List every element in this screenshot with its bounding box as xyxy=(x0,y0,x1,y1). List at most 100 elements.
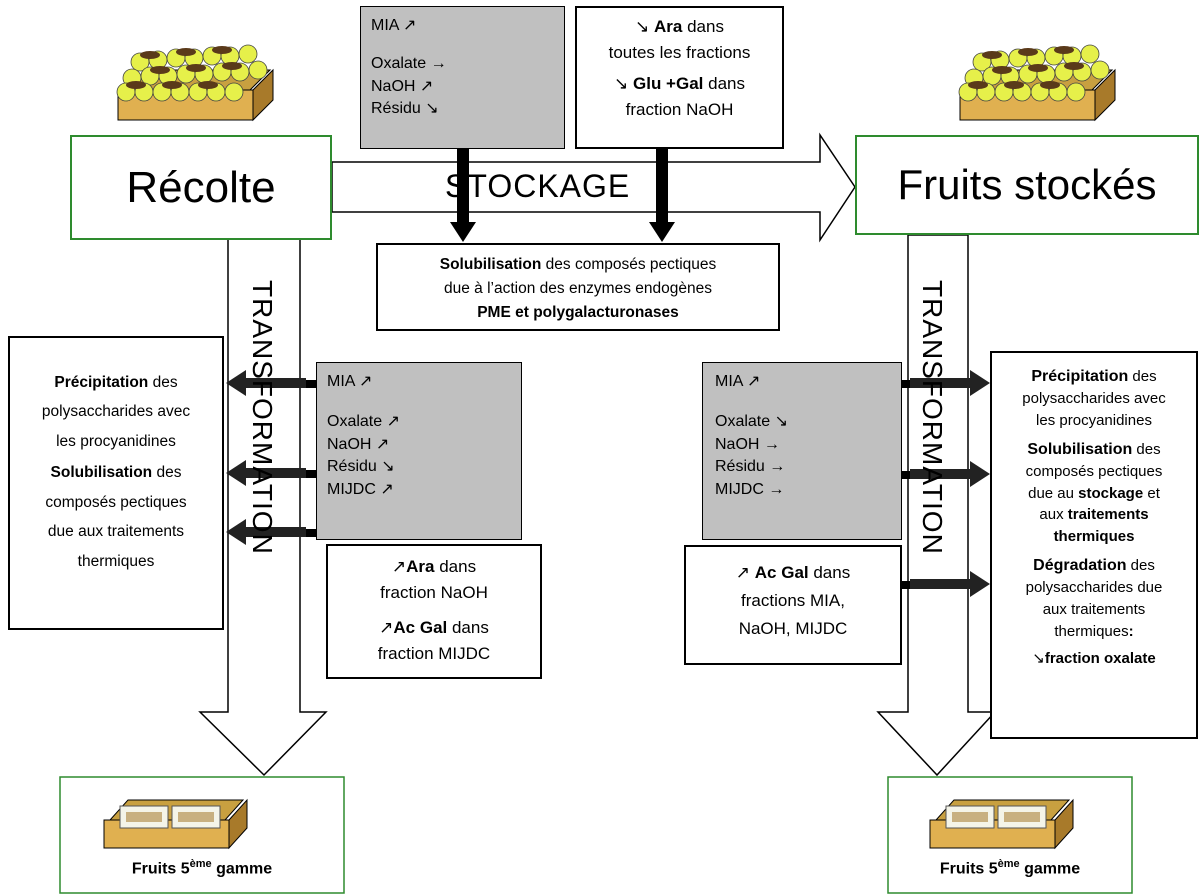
bold-term: traitements xyxy=(1067,506,1149,524)
harvest-label: Récolte xyxy=(126,162,276,212)
up-arrow-icon: ↗ xyxy=(379,617,394,637)
text-line: les procyanidines xyxy=(1036,411,1152,429)
text-line: composés pectiques xyxy=(45,493,187,511)
storage-label: STOCKAGE xyxy=(445,168,631,204)
text-line: polysaccharides avec xyxy=(1022,390,1166,408)
text-line: toutes les fractions xyxy=(608,42,751,62)
transform-label-right: TRANSFORMATION xyxy=(917,280,948,555)
effect-item: Résidu ↘ xyxy=(327,458,395,476)
caption-sup: ème xyxy=(997,858,1020,870)
effect-item: Oxalate ↘ xyxy=(715,413,788,431)
text-line: les procyanidines xyxy=(56,432,176,450)
bottom-left-caption: Fruits 5ème gamme xyxy=(60,858,344,878)
text-fragment: dans xyxy=(682,17,724,36)
text-fragment: dans xyxy=(434,557,477,576)
text-line: fraction NaOH xyxy=(380,583,488,603)
effect-item: Oxalate → xyxy=(371,55,447,73)
glu-gal-label: Glu +Gal xyxy=(633,74,704,93)
text-fragment: et xyxy=(1143,484,1160,502)
text-fragment: thermiques xyxy=(1054,622,1129,640)
text-line: polysaccharides due xyxy=(1025,579,1163,597)
text-line: NaOH, MIJDC xyxy=(738,619,848,639)
bold-term: Solubilisation xyxy=(439,256,542,273)
effect-item: MIA ↗ xyxy=(327,373,373,390)
left-transform-arrow xyxy=(198,234,328,777)
solubilisation-box: Solubilisation des composés pectiques du… xyxy=(376,243,780,331)
effect-item: NaOH ↗ xyxy=(371,77,434,95)
text-fragment: dans xyxy=(703,74,745,93)
bottom-right-caption: Fruits 5ème gamme xyxy=(888,858,1132,878)
down-arrow-icon: ↘ xyxy=(614,74,629,93)
caption-sup: ème xyxy=(189,858,212,870)
text-fragment: des composés pectiques xyxy=(541,256,717,273)
text-fragment: des xyxy=(1126,556,1155,574)
left-effects-box: Précipitation des polysaccharides avec l… xyxy=(8,336,224,630)
right-transform-arrow xyxy=(876,234,997,777)
right-effects-box: Précipitation des polysaccharides avec l… xyxy=(990,351,1198,739)
left-grey-effects-box: MIA ↗ Oxalate ↗ NaOH ↗ Résidu ↘ MIJDC ↗ xyxy=(316,362,522,540)
bold-term: fraction oxalate xyxy=(1044,650,1156,668)
effect-item: Résidu → xyxy=(715,458,786,476)
effect-item: Résidu ↘ xyxy=(371,100,439,118)
bold-term: Dégradation xyxy=(1033,556,1127,574)
text-line: thermiques xyxy=(77,552,155,570)
text-line: composés pectiques xyxy=(1025,462,1163,480)
text-line: due aux traitements xyxy=(47,523,185,541)
bold-term: Solubilisation xyxy=(50,464,153,482)
packaged-crate-left-illustration xyxy=(103,798,248,850)
text-fragment: dans xyxy=(808,563,851,582)
caption-text: Fruits 5 xyxy=(131,860,190,878)
bold-term: : xyxy=(1128,622,1134,640)
text-fragment: des xyxy=(152,464,182,482)
text-line: polysaccharides avec xyxy=(41,403,191,421)
caption-text: gamme xyxy=(211,860,273,878)
text-line: fraction NaOH xyxy=(625,99,734,119)
text-fragment: dans xyxy=(447,617,489,637)
bold-term: Précipitation xyxy=(1031,368,1129,385)
effect-item: NaOH → xyxy=(715,435,780,453)
effect-item: Oxalate ↗ xyxy=(327,413,400,431)
down-arrow-icon: ↘ xyxy=(635,17,650,36)
right-grey-effects-box: MIA ↗ Oxalate ↘ NaOH → Résidu → MIJDC → xyxy=(702,362,902,540)
text-fragment: des xyxy=(1128,368,1157,385)
bold-term: Ac Gal xyxy=(754,563,809,582)
bold-term: stockage xyxy=(1078,484,1144,502)
packaged-crate-right-illustration xyxy=(929,798,1074,850)
storage-grey-effects-box: MIA ↗ Oxalate → NaOH ↗ Résidu ↘ xyxy=(360,6,565,149)
text-fragment: des xyxy=(148,374,178,391)
up-arrow-icon: ↗ xyxy=(391,557,407,576)
text-fragment: aux xyxy=(1039,506,1068,524)
transform-label-left: TRANSFORMATION xyxy=(247,280,278,555)
apple-crate-right-illustration xyxy=(958,44,1116,122)
bold-term: PME et polygalacturonases xyxy=(477,304,679,322)
storage-white-effects-box: ↘ Ara dans toutes les fractions ↘ Glu +G… xyxy=(575,6,784,149)
text-fragment: due au xyxy=(1028,484,1079,502)
effect-item: MIJDC → xyxy=(715,480,785,498)
caption-text: gamme xyxy=(1019,860,1081,878)
effect-item: MIA ↗ xyxy=(715,373,761,390)
effect-item: NaOH ↗ xyxy=(327,435,390,453)
text-line: due à l’action des enzymes endogènes xyxy=(444,280,712,298)
bold-term: Ara xyxy=(406,557,435,576)
right-white-effects-box: ↗ Ac Gal dans fractions MIA, NaOH, MIJDC xyxy=(684,545,902,665)
bold-term: Précipitation xyxy=(54,374,149,391)
text-fragment: des xyxy=(1132,440,1161,458)
ara-label: Ara xyxy=(654,17,683,36)
harvest-box: Récolte xyxy=(70,135,332,240)
caption-text: Fruits 5 xyxy=(939,860,998,878)
text-line: fraction MIJDC xyxy=(377,644,491,664)
text-line: fractions MIA, xyxy=(741,591,845,611)
stored-fruits-label: Fruits stockés xyxy=(897,160,1157,208)
storage-arrow xyxy=(331,132,856,243)
text-line: aux traitements xyxy=(1042,600,1146,618)
bold-term: thermiques xyxy=(1053,528,1135,546)
effect-item: MIA ↗ xyxy=(371,17,417,34)
bold-term: Solubilisation xyxy=(1027,440,1133,458)
stored-fruits-box: Fruits stockés xyxy=(855,135,1199,235)
left-white-effects-box: ↗Ara dans fraction NaOH ↗Ac Gal dans fra… xyxy=(326,544,542,679)
down-arrow-icon: ↘ xyxy=(1032,650,1045,668)
up-arrow-icon: ↗ xyxy=(735,563,751,582)
effect-item: MIJDC ↗ xyxy=(327,480,394,498)
apple-crate-left-illustration xyxy=(116,44,274,122)
